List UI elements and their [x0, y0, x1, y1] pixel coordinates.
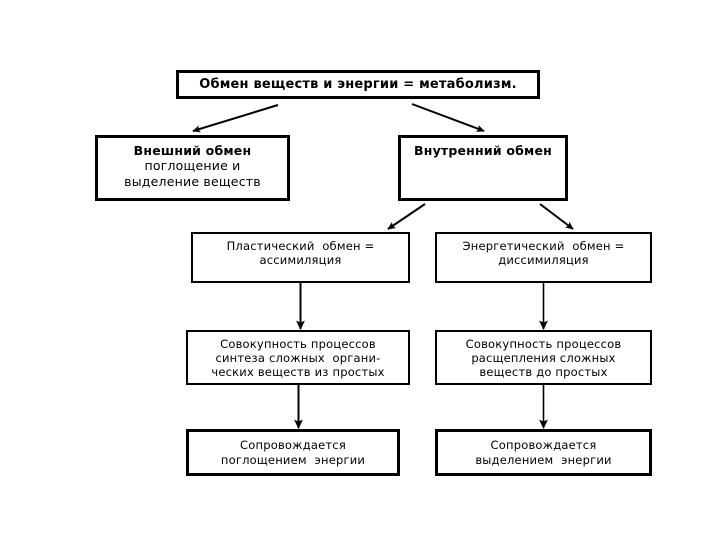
node-external-line-2: поглощение и [144, 158, 241, 174]
node-energy-release[interactable]: Сопровождается выделением энергии [435, 429, 652, 476]
node-external-line-1: Внешний обмен [133, 143, 252, 158]
edge-root-to-external [192, 104, 279, 133]
edge-root-to-internal [411, 103, 485, 132]
node-release-line-1: Сопровождается [490, 438, 597, 453]
node-synthesis-line-1: Совокупность процессов [220, 337, 376, 351]
node-internal-line-1: Внутренний обмен [414, 143, 552, 158]
node-energetic-line-1: Энергетический обмен = [462, 239, 625, 253]
node-absorb-line-2: поглощением энергии [220, 452, 366, 467]
node-synthesis-processes[interactable]: Совокупность процессов синтеза сложных о… [186, 330, 410, 385]
edge-internal-to-energetic [539, 203, 574, 230]
node-energetic-line-2: диссимиляция [498, 253, 589, 268]
node-plastic-line-2: ассимиляция [259, 253, 342, 268]
node-plastic-exchange[interactable]: Пластический обмен = ассимиляция [191, 232, 410, 283]
node-synthesis-line-2: синтеза сложных органи- [215, 351, 381, 366]
node-plastic-line-1: Пластический обмен = [226, 239, 375, 253]
node-energy-absorption[interactable]: Сопровождается поглощением энергии [186, 429, 400, 476]
node-external-exchange[interactable]: Внешний обмен поглощение и выделение вещ… [95, 135, 290, 201]
node-breakdown-line-3: веществ до простых [479, 365, 608, 380]
node-breakdown-line-1: Совокупность процессов [465, 337, 622, 351]
node-breakdown-processes[interactable]: Совокупность процессов расщепления сложн… [435, 330, 652, 385]
node-root-line-1: Обмен веществ и энергии = метаболизм. [199, 76, 517, 92]
node-release-line-2: выделением энергии [475, 452, 612, 467]
node-metabolism-root[interactable]: Обмен веществ и энергии = метаболизм. [176, 70, 540, 99]
node-breakdown-line-2: расщепления сложных [471, 351, 616, 366]
node-external-line-3: выделение веществ [124, 173, 261, 189]
node-synthesis-line-3: ческих веществ из простых [211, 365, 385, 380]
node-energetic-exchange[interactable]: Энергетический обмен = диссимиляция [435, 232, 652, 283]
node-absorb-line-1: Сопровождается [240, 438, 346, 453]
edge-internal-to-plastic [387, 203, 426, 230]
node-internal-exchange[interactable]: Внутренний обмен [398, 135, 568, 201]
